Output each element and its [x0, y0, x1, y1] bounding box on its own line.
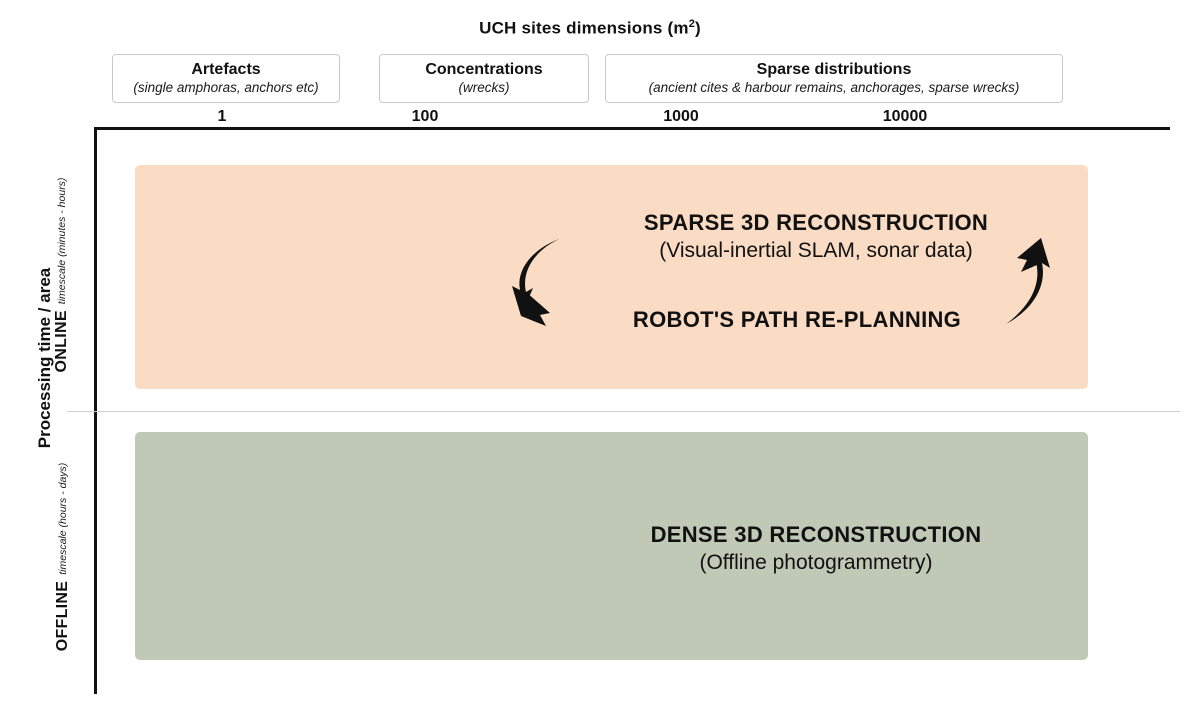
y-axis-group-subtitle: timescale (minutes - hours): [56, 177, 68, 305]
page-title: UCH sites dimensions (m2): [0, 18, 1180, 39]
online-band-heading: SPARSE 3D RECONSTRUCTION: [643, 210, 989, 235]
page-title-text: UCH sites dimensions (m: [479, 18, 689, 38]
x-axis-tick-100: 100: [411, 108, 439, 125]
y-axis-group-offline: OFFLINE timescale (hours - days): [54, 452, 72, 662]
category-box-concentrations[interactable]: Concentrations (wrecks): [379, 54, 589, 103]
y-axis-label: Processing time / area: [35, 267, 54, 449]
offline-band-text: DENSE 3D RECONSTRUCTION (Offline photogr…: [651, 522, 982, 575]
category-subtitle: (single amphoras, anchors etc): [133, 80, 319, 96]
offline-band-heading: DENSE 3D RECONSTRUCTION: [650, 522, 982, 547]
category-title: Sparse distributions: [756, 61, 912, 79]
page-title-close: ): [695, 18, 701, 38]
category-title: Artefacts: [191, 61, 261, 79]
y-axis-group-title: OFFLINE: [54, 580, 71, 652]
y-axis-group-title: ONLINE: [53, 310, 70, 373]
y-axis-group-subtitle: timescale (hours - days): [57, 462, 69, 575]
y-axis-line: [94, 127, 97, 694]
category-subtitle: (ancient cites & harbour remains, anchor…: [648, 80, 1020, 96]
category-title: Concentrations: [425, 61, 543, 79]
category-box-sparse-distributions[interactable]: Sparse distributions (ancient cites & ha…: [605, 54, 1063, 103]
x-axis-tick-10000: 10000: [882, 108, 928, 125]
curved-arrow-up-left-icon: [1006, 238, 1050, 324]
online-band: [135, 165, 1088, 389]
x-axis-tick-1: 1: [217, 108, 227, 125]
category-subtitle: (wrecks): [458, 80, 510, 96]
y-axis-group-online: ONLINE timescale (minutes - hours): [53, 165, 71, 385]
x-axis-line: [94, 127, 1170, 130]
online-offline-divider: [67, 411, 1180, 412]
page-title-superscript: 2: [688, 18, 696, 30]
offline-band: [135, 432, 1088, 660]
category-box-artefacts[interactable]: Artefacts (single amphoras, anchors etc): [112, 54, 340, 103]
curved-arrow-down-left-icon: [512, 239, 559, 326]
online-band-heading-2: ROBOT'S PATH RE-PLANNING: [632, 307, 962, 332]
offline-band-subheading: (Offline photogrammetry): [699, 551, 933, 574]
x-axis-tick-1000: 1000: [663, 108, 699, 125]
online-band-secondary-text: ROBOT'S PATH RE-PLANNING: [633, 307, 961, 333]
online-band-subheading: (Visual-inertial SLAM, sonar data): [659, 239, 973, 262]
online-band-primary-text: SPARSE 3D RECONSTRUCTION (Visual-inertia…: [644, 210, 988, 263]
